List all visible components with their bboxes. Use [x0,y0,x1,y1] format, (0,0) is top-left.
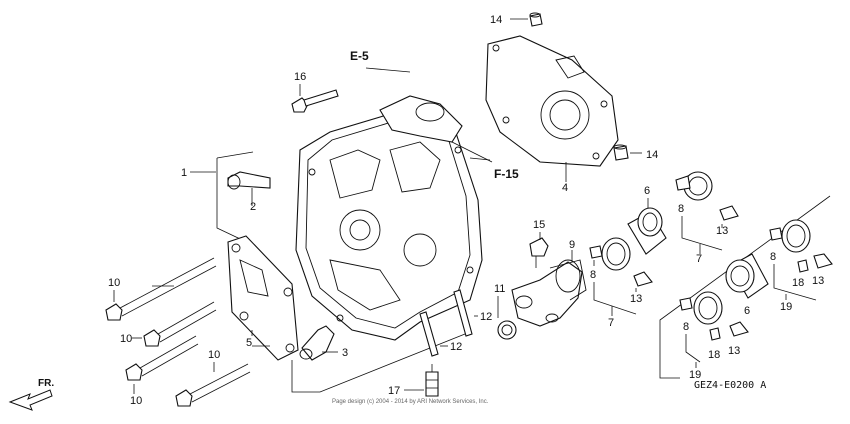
part-11-o-ring [497,296,517,340]
callout-5: 5 [246,337,252,349]
callout-19a: 19 [780,301,792,313]
diagram-code: GEZ4-E0200 A [694,380,766,391]
part-5-cover [227,235,299,361]
callout-8c: 8 [770,251,776,263]
callout-18a: 18 [792,277,804,289]
callout-2: 2 [250,201,256,213]
callout-13d: 13 [728,345,740,357]
insulator-group-2 [675,171,739,254]
callout-12b: 12 [450,341,462,353]
callout-7b: 7 [608,317,614,329]
callout-13b: 13 [630,293,642,305]
part-10-bolts [105,257,251,407]
insulator-group-3 [679,219,833,368]
callout-4: 4 [562,182,568,194]
ref-e5: E-5 [350,49,369,63]
ref-f15: F-15 [494,167,519,181]
callout-17: 17 [388,385,400,397]
callout-9: 9 [569,239,575,251]
callout-14a: 14 [490,14,502,26]
part-14-dowel-pins [510,12,642,161]
part-3-sleeve [299,325,338,361]
part-2-stud [227,171,271,206]
callout-19b: 19 [689,369,701,381]
part-9-intake-pipe [511,250,587,327]
callout-10b: 10 [120,333,132,345]
callout-18b: 18 [708,349,720,361]
callout-15: 15 [533,219,545,231]
callout-10a: 10 [108,277,120,289]
callout-8b: 8 [590,269,596,281]
callout-14b: 14 [646,149,658,161]
callout-12a: 12 [480,311,492,323]
callout-6b: 6 [744,305,750,317]
part-12-studs [419,289,478,357]
part-16-bolt [291,84,339,113]
insulator-group-1 [589,198,667,316]
front-label: FR. [38,378,54,389]
callout-13c: 13 [812,275,824,287]
part-4-gasket [485,35,619,182]
cylinder-head [295,95,493,341]
callout-1: 1 [181,167,187,179]
callout-7a: 7 [696,253,702,265]
front-arrow-icon: FR. [8,378,54,411]
callout-10d: 10 [208,349,220,361]
callout-11: 11 [494,283,505,295]
callout-8d: 8 [683,321,689,333]
callout-10c: 10 [130,395,142,407]
part-15-bolt [529,232,549,268]
leader-lines [152,67,491,347]
callout-labels: E-5 F-15 1 2 3 4 5 6 6 7 7 8 8 8 8 9 10 … [108,14,824,407]
callout-8a: 8 [678,203,684,215]
callout-13a: 13 [716,225,728,237]
callout-6a: 6 [644,185,650,197]
callout-16: 16 [294,71,306,83]
part-17-spark-plug [404,364,439,397]
copyright-text: Page design (c) 2004 - 2014 by ARI Netwo… [332,399,489,405]
callout-3: 3 [342,347,348,359]
